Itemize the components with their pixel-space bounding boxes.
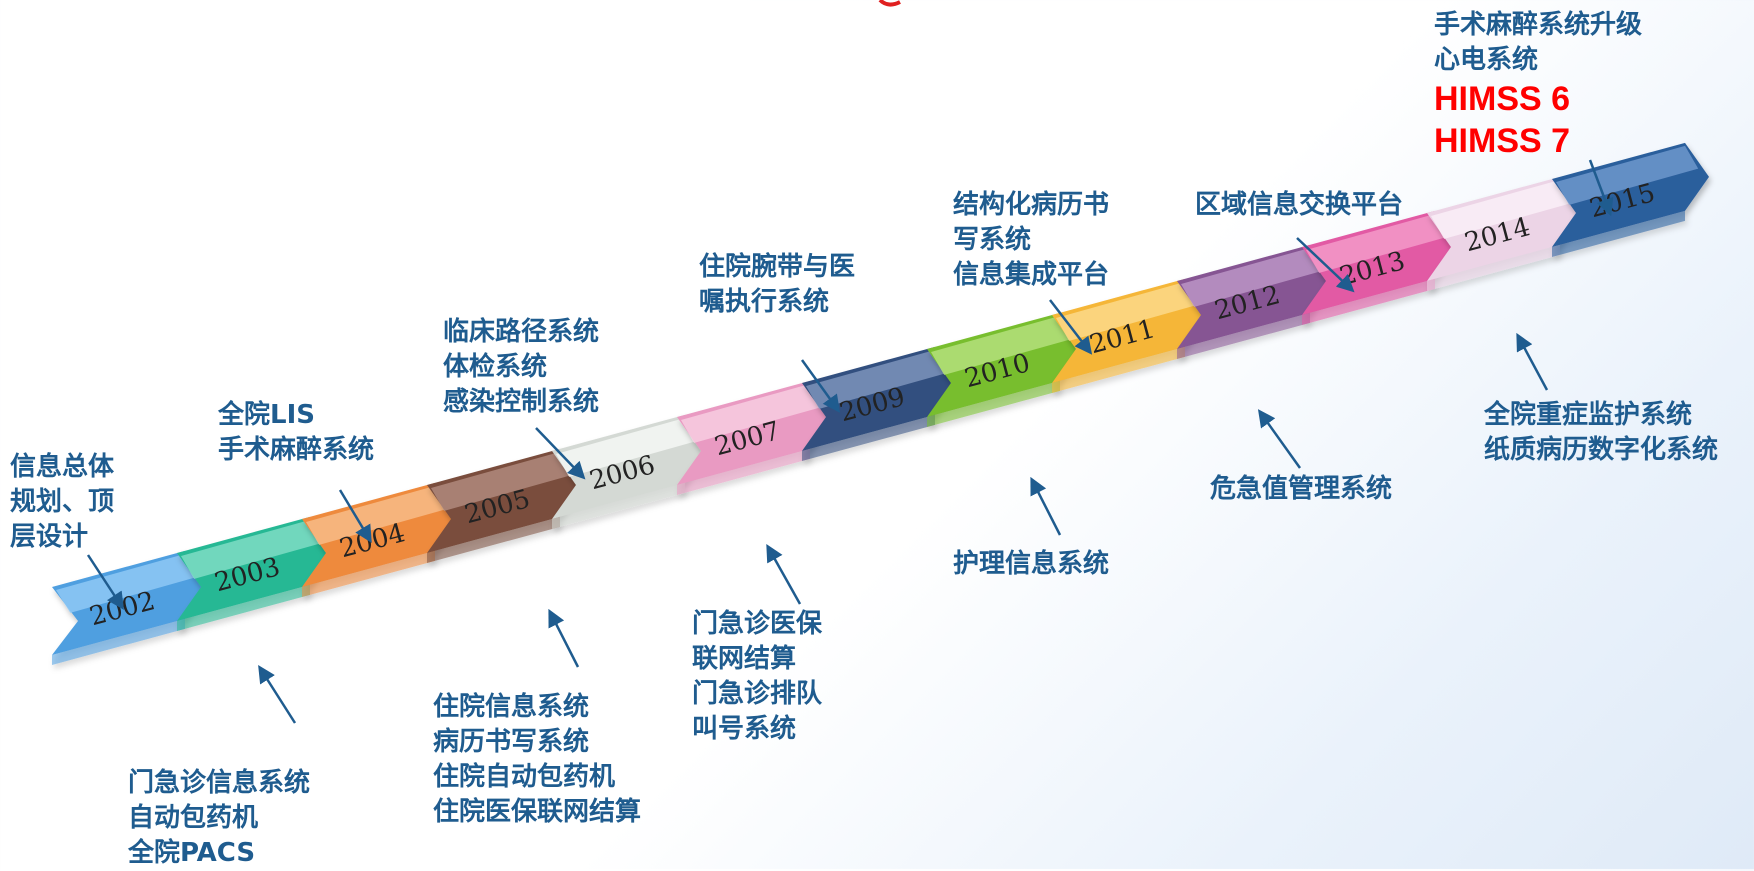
segment-edge-2010 [927, 380, 1060, 427]
segment-highlight-2007 [681, 383, 824, 443]
annotation-2012: 危急值管理系统 [1210, 474, 1393, 504]
arrow-2013 [1296, 237, 1355, 293]
arrow-2006 [535, 427, 586, 480]
annotation-2006: 临床路径系统 体检系统 感染控制系统 [443, 317, 600, 417]
annotation-2004: 全院LIS 手术麻醉系统 [218, 400, 375, 465]
segment-highlight-2006 [556, 417, 699, 477]
arrow-2003 [258, 665, 297, 724]
segment-edge-2003 [177, 584, 310, 631]
timeline-segment-2014: 2014 [1427, 176, 1584, 291]
arrow-2002 [86, 554, 124, 610]
annotation-2013: 区域信息交换平台 [1195, 190, 1404, 220]
red-curve-fragment [878, 0, 901, 7]
annotation-2014: 全院重症监护系统 纸质病历数字化系统 [1484, 400, 1719, 465]
timeline-segment-2010: 2010 [927, 312, 1084, 427]
segment-highlight-2010 [931, 315, 1074, 375]
segment-edge-2005 [427, 516, 560, 563]
annotation-2010: 护理信息系统 [953, 549, 1110, 579]
arrow-2015 [1588, 159, 1614, 217]
segment-edge-2002 [52, 618, 185, 665]
timeline-segment-2002: 2002 [52, 550, 209, 665]
timeline-segment-2011: 2011 [1052, 278, 1209, 393]
arrow-2004 [338, 489, 372, 544]
timeline-segment-2004: 2004 [302, 482, 459, 597]
segment-highlight-2013 [1306, 213, 1449, 273]
segment-edge-2006 [552, 482, 685, 529]
segment-edge-2014 [1427, 244, 1560, 291]
segment-edge-2011 [1052, 346, 1185, 393]
annotation-2011: 结构化病历书 写系统 信息集成平台 [953, 190, 1110, 290]
arrow-2011 [1049, 299, 1093, 355]
annotation-2002: 信息总体 规划、顶 层设计 [10, 452, 115, 552]
segment-highlight-2014 [1431, 179, 1574, 239]
arrow-2009 [800, 359, 841, 413]
segment-edge-2012 [1177, 312, 1310, 359]
annotation-2015: 手术麻醉系统升级 心电系统 [1434, 10, 1643, 75]
segment-edge-2009 [802, 414, 935, 461]
arrow-2012 [1257, 409, 1302, 469]
annotation-2007: 门急诊医保 联网结算 门急诊排队 叫号系统 [692, 609, 823, 744]
annotation-2005: 住院信息系统 病历书写系统 住院自动包药机 住院医保联网结算 [433, 692, 642, 827]
timeline-segment-2015: 2015 [1552, 142, 1709, 257]
segment-edge-2004 [302, 550, 435, 597]
segment-highlight-2005 [431, 451, 574, 511]
arrow-2005 [548, 608, 580, 668]
timeline-segment-2007: 2007 [677, 380, 834, 495]
timeline-segment-2013: 2013 [1302, 210, 1459, 325]
timeline-segment-2003: 2003 [177, 516, 334, 631]
segment-highlight-2012 [1181, 247, 1324, 307]
segment-edge-2015 [1552, 210, 1685, 257]
arrow-2014 [1516, 332, 1549, 391]
himss-6-label: HIMSS 6 [1434, 80, 1571, 118]
segment-highlight-2015 [1556, 145, 1699, 205]
segment-highlight-2011 [1056, 281, 1199, 341]
timeline-segment-2012: 2012 [1177, 244, 1334, 359]
segment-edge-2007 [677, 448, 810, 495]
himss-7-label: HIMSS 7 [1434, 122, 1571, 160]
timeline-segment-2005: 2005 [427, 448, 584, 563]
arrow-2007 [766, 543, 802, 605]
segment-highlight-2002 [56, 553, 199, 613]
segment-edge-2013 [1302, 278, 1435, 325]
annotation-2003: 门急诊信息系统 自动包药机 全院PACS [128, 768, 311, 868]
segment-highlight-2004 [306, 485, 449, 545]
timeline-segment-2009: 2009 [802, 346, 959, 461]
himss-levels: HIMSS 6 HIMSS 7 [1434, 78, 1654, 162]
arrow-2010 [1030, 476, 1062, 536]
pointer-arrows [86, 159, 1614, 724]
segment-highlight-2009 [806, 349, 949, 409]
annotation-2009: 住院腕带与医 嘱执行系统 [699, 252, 856, 317]
segment-highlight-2003 [181, 519, 324, 579]
timeline-segment-2006: 2006 [552, 414, 709, 529]
